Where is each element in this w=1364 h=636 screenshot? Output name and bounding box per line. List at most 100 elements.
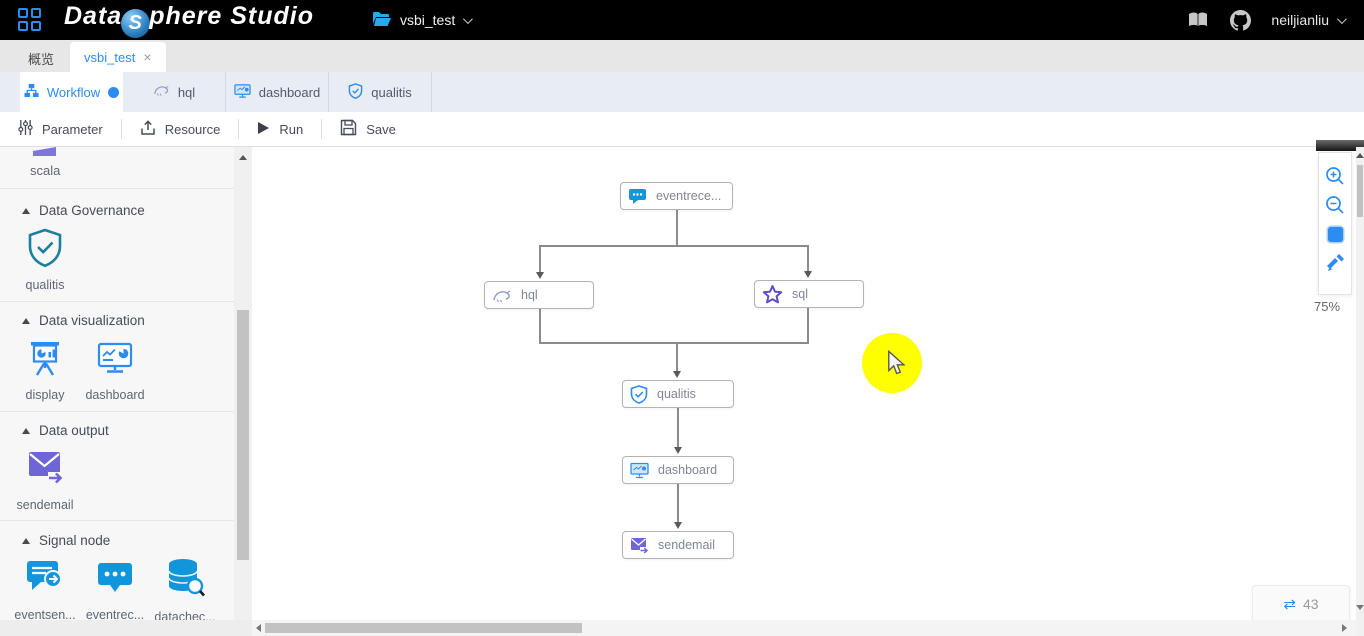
project-name: vsbi_test bbox=[399, 12, 456, 28]
scroll-up-icon[interactable] bbox=[239, 155, 247, 160]
collapse-icon bbox=[22, 537, 30, 544]
dashboard-monitor-icon bbox=[234, 83, 251, 102]
scrollbar-corner bbox=[1356, 620, 1364, 636]
workflow-canvas[interactable] bbox=[252, 147, 1356, 620]
sidebar-scrollbar[interactable] bbox=[234, 147, 252, 636]
mouse-cursor bbox=[886, 349, 908, 381]
sendemail-icon bbox=[29, 452, 63, 484]
link-line bbox=[539, 245, 809, 247]
run-button[interactable]: Run bbox=[239, 112, 321, 146]
zoom-in-icon[interactable] bbox=[1324, 165, 1346, 187]
chevron-down-icon bbox=[1336, 13, 1347, 24]
shield-check-icon bbox=[630, 384, 648, 404]
scroll-up-icon[interactable] bbox=[1356, 153, 1364, 158]
link-line bbox=[539, 245, 541, 273]
collapse-icon bbox=[22, 427, 30, 434]
resource-button[interactable]: Resource bbox=[122, 112, 239, 146]
scrollbar-thumb[interactable] bbox=[237, 310, 249, 560]
palette-item-label: scala bbox=[30, 163, 61, 178]
tab-overview[interactable]: 概览 bbox=[28, 51, 55, 67]
tab-hql[interactable]: hql bbox=[123, 72, 226, 112]
scroll-down-icon[interactable] bbox=[1356, 605, 1364, 610]
spark-sql-star-icon bbox=[762, 284, 783, 303]
parameter-button[interactable]: Parameter bbox=[0, 112, 121, 146]
section-signal-node[interactable]: Signal node bbox=[22, 533, 110, 548]
collapse-icon bbox=[22, 207, 30, 214]
palette-item-qualitis[interactable]: qualitis bbox=[10, 228, 80, 292]
tab-dashboard[interactable]: dashboard bbox=[226, 72, 329, 112]
tab-qualitis[interactable]: qualitis bbox=[329, 72, 432, 112]
swap-arrows-icon: ⇄ bbox=[1283, 595, 1296, 613]
canvas-horizontal-scrollbar[interactable] bbox=[252, 620, 1356, 636]
palette-item-datachecker[interactable]: datachec... bbox=[150, 556, 220, 624]
workflow-node-sql[interactable]: sql bbox=[754, 280, 864, 308]
collapse-icon bbox=[22, 317, 30, 324]
user-menu[interactable]: neiljianliu bbox=[1271, 12, 1347, 28]
sliders-icon bbox=[18, 119, 33, 139]
arrowhead-icon bbox=[535, 272, 544, 279]
scroll-left-icon[interactable] bbox=[256, 624, 261, 632]
palette-item-eventreceiver[interactable]: eventrec... bbox=[80, 556, 150, 622]
sidebar-bottom-strip bbox=[0, 620, 252, 636]
toolbar-separator bbox=[120, 119, 122, 139]
shield-check-icon bbox=[348, 82, 363, 102]
scroll-right-icon[interactable] bbox=[1342, 624, 1347, 632]
dashboard-monitor-icon bbox=[97, 342, 133, 373]
link-line bbox=[807, 308, 809, 344]
save-floppy-icon bbox=[340, 119, 357, 139]
page-vertical-scrollbar[interactable] bbox=[1356, 147, 1364, 620]
workflow-toolbar: Parameter Resource Run Save bbox=[0, 112, 1364, 147]
app-grid-icon[interactable] bbox=[18, 8, 42, 32]
username: neiljianliu bbox=[1271, 12, 1329, 28]
secondary-tab-bar: Workflow hql dashboard qualitis bbox=[0, 72, 1364, 112]
event-sender-icon bbox=[27, 561, 62, 590]
workflow-node-dashboard[interactable]: dashboard bbox=[622, 456, 734, 484]
link-line bbox=[676, 342, 678, 372]
link-line bbox=[807, 245, 809, 272]
dark-bar bbox=[1316, 140, 1364, 151]
section-data-visualization[interactable]: Data visualization bbox=[22, 313, 145, 328]
event-receiver-icon bbox=[629, 188, 646, 204]
hive-icon bbox=[153, 84, 170, 100]
tab-vsbi-test[interactable]: vsbi_test × bbox=[70, 42, 166, 72]
format-layout-icon[interactable] bbox=[1324, 252, 1346, 274]
zoom-out-icon[interactable] bbox=[1324, 194, 1346, 216]
shield-check-icon bbox=[28, 228, 62, 268]
workflow-node-qualitis[interactable]: qualitis bbox=[622, 380, 734, 408]
scala-icon[interactable] bbox=[33, 147, 56, 156]
section-data-governance[interactable]: Data Governance bbox=[22, 203, 145, 218]
palette-item-sendemail[interactable]: sendemail bbox=[10, 446, 80, 512]
header-right: neiljianliu bbox=[1187, 9, 1347, 31]
workflow-node-hql[interactable]: hql bbox=[484, 281, 594, 309]
data-checker-icon bbox=[168, 559, 205, 597]
sendemail-icon bbox=[631, 537, 649, 554]
github-icon[interactable] bbox=[1229, 9, 1251, 31]
palette-item-display[interactable]: display bbox=[10, 338, 80, 402]
palette-item-eventsender[interactable]: eventsen... bbox=[10, 556, 80, 622]
event-receiver-icon bbox=[98, 563, 132, 592]
fit-view-icon[interactable] bbox=[1324, 223, 1346, 245]
tab-workflow[interactable]: Workflow bbox=[20, 72, 123, 112]
section-data-output[interactable]: Data output bbox=[22, 423, 109, 438]
divider bbox=[0, 411, 234, 412]
project-selector[interactable]: vsbi_test bbox=[372, 11, 474, 30]
save-button[interactable]: Save bbox=[322, 112, 414, 146]
scrollbar-thumb[interactable] bbox=[265, 623, 582, 633]
docs-book-icon[interactable] bbox=[1187, 9, 1209, 31]
chevron-down-icon bbox=[463, 13, 474, 24]
primary-tab-bar: 概览 vsbi_test × bbox=[0, 40, 1364, 72]
workflow-node-sendemail[interactable]: sendemail bbox=[622, 531, 734, 559]
exchange-count-badge[interactable]: ⇄ 43 bbox=[1252, 585, 1350, 622]
close-icon[interactable]: × bbox=[143, 49, 152, 65]
workflow-node-eventreceiver[interactable]: eventrece... bbox=[620, 182, 733, 210]
palette-item-dashboard[interactable]: dashboard bbox=[80, 338, 150, 402]
arrowhead-icon bbox=[803, 271, 812, 278]
scrollbar-thumb[interactable] bbox=[1357, 165, 1363, 217]
play-icon bbox=[257, 121, 270, 138]
hive-icon bbox=[493, 290, 511, 302]
link-line bbox=[676, 210, 678, 246]
divider bbox=[0, 301, 234, 302]
unsaved-dot-icon bbox=[108, 86, 120, 98]
divider bbox=[0, 520, 234, 521]
